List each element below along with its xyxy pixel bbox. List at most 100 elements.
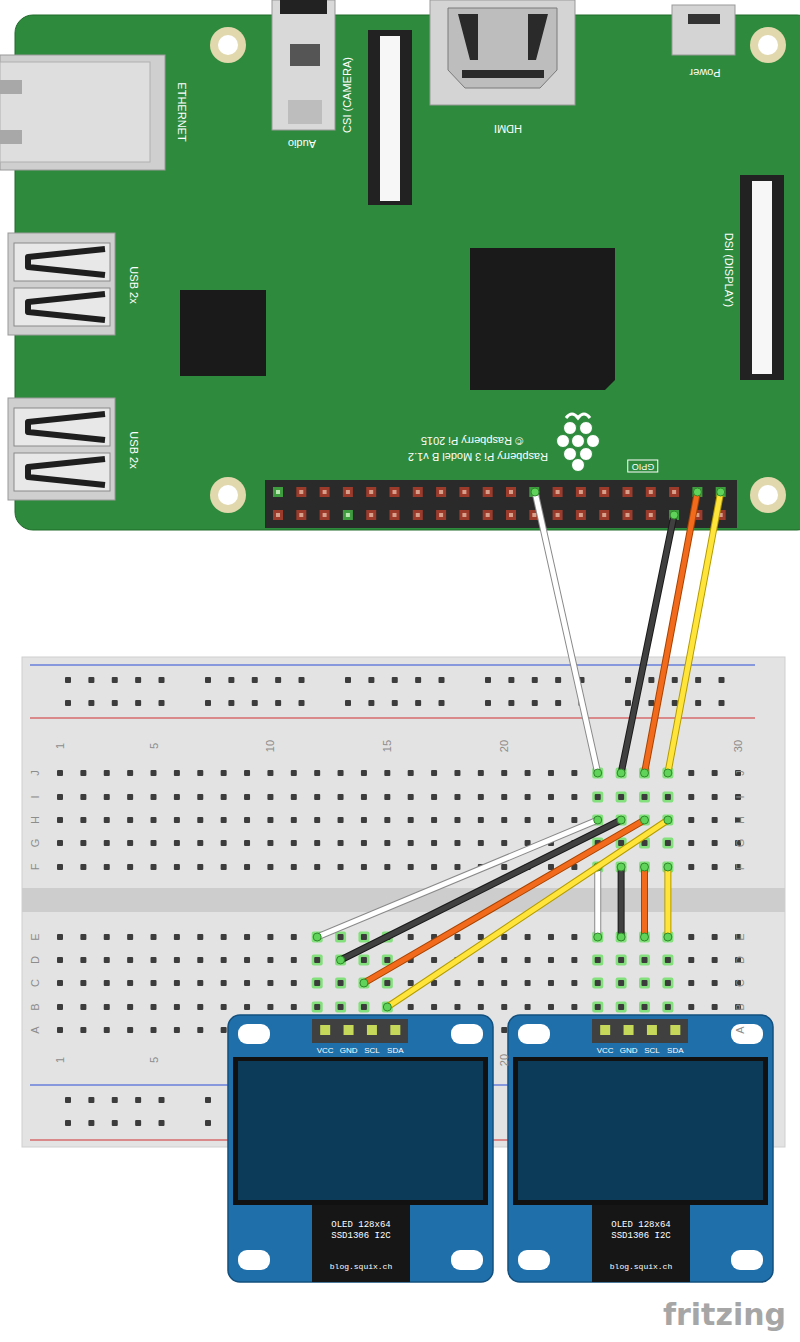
breadboard-hole	[618, 1004, 624, 1010]
breadboard-hole	[57, 817, 63, 823]
column-number: 15	[382, 740, 393, 752]
gpio-pin-center	[602, 513, 606, 517]
raspberry-logo	[564, 422, 577, 435]
mounting-hole	[210, 477, 246, 513]
wire-end	[664, 933, 672, 941]
usb-slot	[14, 453, 110, 491]
gpio-pin	[273, 487, 283, 497]
jumper-wire-outline	[364, 820, 645, 983]
gpio-header	[265, 480, 737, 528]
breadboard-hole	[314, 934, 320, 940]
breadboard-hole	[151, 864, 157, 870]
breadboard-hole	[571, 957, 577, 963]
breadboard-hole	[174, 1004, 180, 1010]
rail-hole	[695, 677, 701, 683]
breadboard-hole	[548, 1004, 554, 1010]
breadboard-hole	[688, 934, 694, 940]
gpio-pin	[390, 510, 400, 520]
rail-hole	[719, 700, 725, 706]
rail-hole	[65, 1120, 71, 1126]
watermark: fritzing	[663, 1300, 786, 1330]
breadboard-hole	[361, 934, 367, 940]
gpio-pin	[343, 510, 353, 520]
breadboard-hole	[221, 840, 227, 846]
breadboard-hole	[267, 957, 273, 963]
raspberry-logo	[557, 435, 570, 448]
oled-mount-hole	[451, 1024, 483, 1044]
row-letter: J	[30, 770, 41, 776]
rail-hole	[345, 700, 351, 706]
breadboard-hole	[104, 1027, 110, 1033]
pin-label: SCL	[644, 1047, 660, 1055]
breadboard-hole	[338, 794, 344, 800]
connected-hole	[358, 955, 369, 966]
gpio-pin-center	[276, 490, 280, 494]
gpio-pin-center	[276, 513, 280, 517]
breadboard-hole	[291, 770, 297, 776]
connected-hole	[382, 978, 393, 989]
oled-mount-hole	[518, 1250, 550, 1270]
gpio-pin-center	[486, 513, 490, 517]
breadboard-hole	[314, 840, 320, 846]
connected-hole	[335, 1002, 346, 1013]
rail-hole	[159, 1097, 165, 1103]
port-label: ETHERNET	[176, 82, 187, 141]
oled-header	[312, 1019, 408, 1043]
breadboard-hole	[688, 794, 694, 800]
rail-hole	[112, 677, 118, 683]
gpio-pin	[459, 510, 469, 520]
pin-label: GND	[340, 1047, 358, 1055]
breadboard-hole	[571, 794, 577, 800]
breadboard-hole	[501, 957, 507, 963]
breadboard-hole	[712, 840, 718, 846]
breadboard-hole	[104, 770, 110, 776]
breadboard-hole	[548, 934, 554, 940]
oled-pin	[390, 1025, 400, 1035]
gpio-pin	[553, 487, 563, 497]
breadboard-hole	[221, 794, 227, 800]
breadboard-hole	[361, 864, 367, 870]
row-letter: D	[30, 956, 41, 964]
breadboard-hole	[244, 957, 250, 963]
connected-hole	[358, 932, 369, 943]
wire-end	[664, 816, 672, 824]
breadboard-hole	[384, 980, 390, 986]
rail-hole	[205, 700, 211, 706]
rail-hole	[135, 1097, 141, 1103]
breadboard-hole	[595, 794, 601, 800]
breadboard-hole	[80, 864, 86, 870]
rail-hole	[275, 700, 281, 706]
breadboard-hole	[384, 817, 390, 823]
breadboard-hole	[525, 934, 531, 940]
breadboard-hole	[478, 770, 484, 776]
breadboard-hole	[408, 840, 414, 846]
oled-pin	[600, 1025, 610, 1035]
breadboard-hole	[642, 1004, 648, 1010]
pin-label: SDA	[667, 1047, 683, 1055]
copyright-note: © Raspberry Pi 2015	[421, 435, 523, 446]
breadboard-hole	[244, 770, 250, 776]
gpio-pin	[576, 510, 586, 520]
wire-end	[531, 488, 539, 496]
breadboard-hole	[454, 864, 460, 870]
oled-mount-hole	[451, 1250, 483, 1270]
breadboard-hole	[618, 864, 624, 870]
rail-hole	[672, 700, 678, 706]
breadboard-hole	[431, 794, 437, 800]
jumper-wire-outline	[664, 867, 671, 937]
breadboard-hole	[291, 1004, 297, 1010]
breadboard-hole	[127, 864, 133, 870]
breadboard-hole	[104, 980, 110, 986]
wire-end	[664, 863, 672, 871]
port-label: Audio	[288, 138, 316, 149]
breadboard-hole	[338, 957, 344, 963]
breadboard-hole	[57, 794, 63, 800]
connected-hole	[312, 955, 323, 966]
rail-hole	[555, 677, 561, 683]
breadboard-hole	[338, 934, 344, 940]
breadboard-hole	[501, 980, 507, 986]
rail-hole	[65, 1097, 71, 1103]
gpio-pin-center	[393, 513, 397, 517]
breadboard-hole	[431, 864, 437, 870]
connected-hole	[662, 792, 673, 803]
